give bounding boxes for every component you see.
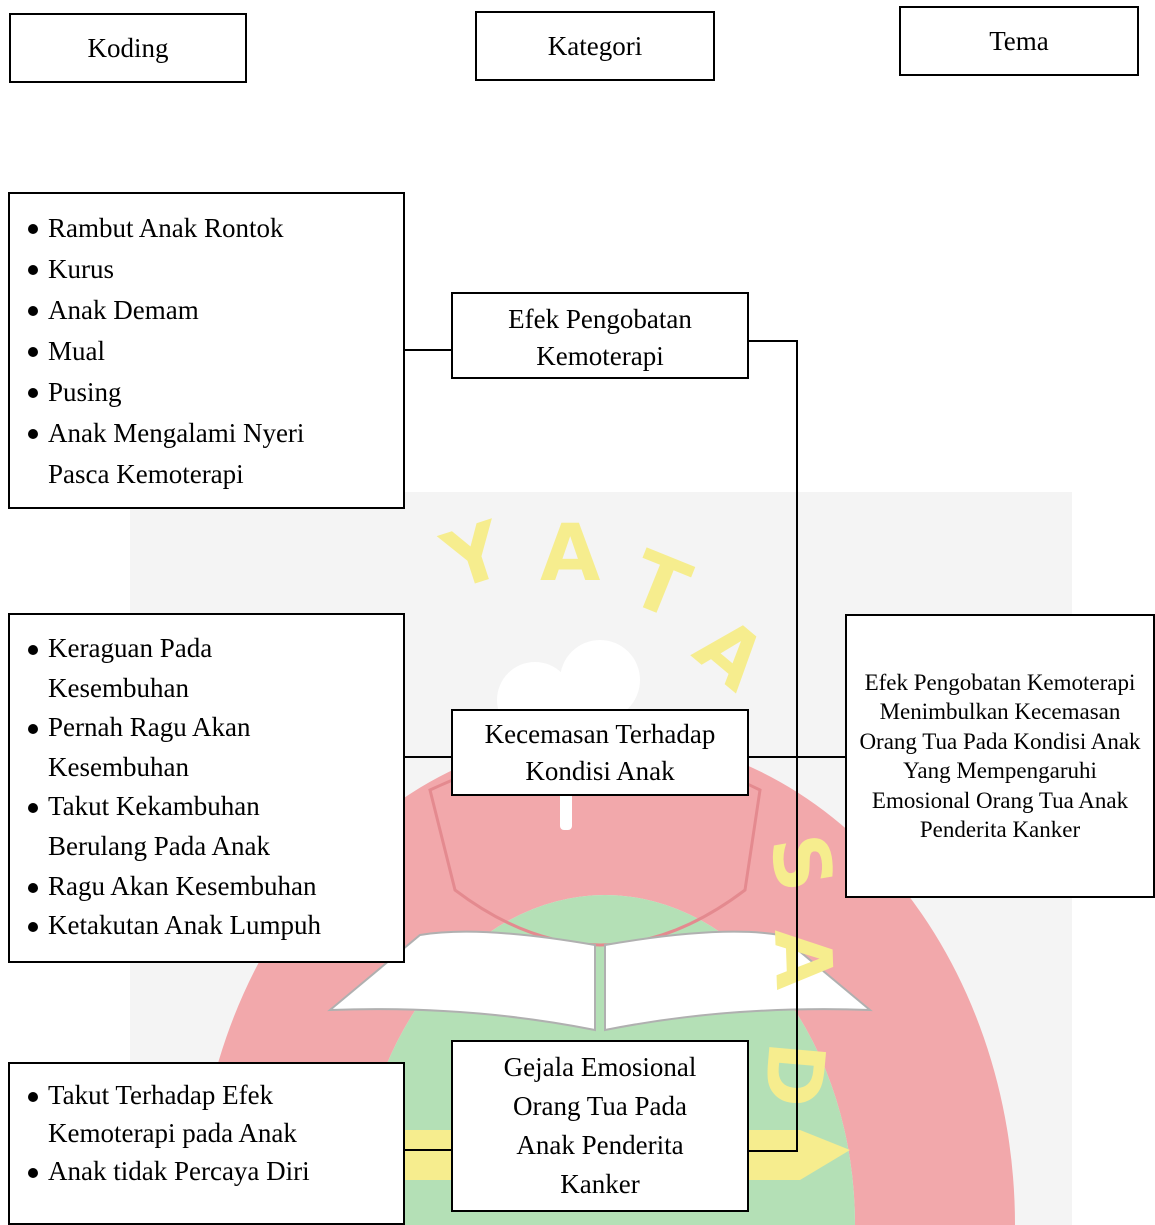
header-tema: Tema — [899, 6, 1139, 76]
coding-item: Pernah Ragu Akan Kesembuhan — [24, 708, 288, 787]
category-box-3: Gejala Emosional Orang Tua Pada Anak Pen… — [451, 1040, 749, 1212]
coding-item: Keraguan Pada Kesembuhan — [24, 629, 268, 708]
header-kategori-label: Kategori — [547, 30, 643, 61]
category-line: Anak Penderita — [516, 1130, 684, 1160]
category-line: Orang Tua Pada — [513, 1091, 687, 1121]
category-line: Kemoterapi — [536, 341, 664, 371]
coding-item: Anak Demam — [24, 290, 395, 331]
category-line: Kanker — [560, 1169, 640, 1199]
coding-item: Ragu Akan Kesembuhan — [24, 867, 395, 907]
category-line: Kondisi Anak — [525, 755, 675, 786]
coding-box-3: Takut Terhadap Efek Kemoterapi pada Anak… — [8, 1062, 405, 1225]
category-box-2: Kecemasan Terhadap Kondisi Anak — [451, 709, 749, 796]
coding-item: Takut Kekambuhan Berulang Pada Anak — [24, 787, 318, 866]
theme-box: Efek Pengobatan Kemoterapi Menimbulkan K… — [845, 614, 1155, 898]
coding-item: Pusing — [24, 372, 395, 413]
header-kategori: Kategori — [475, 11, 715, 81]
coding-item: Kurus — [24, 249, 395, 290]
coding-item: Mual — [24, 331, 395, 372]
theme-text: Efek Pengobatan Kemoterapi Menimbulkan K… — [859, 669, 1141, 843]
category-box-1: Efek Pengobatan Kemoterapi — [451, 292, 749, 379]
header-koding-label: Koding — [87, 32, 169, 63]
category-line: Kecemasan Terhadap — [484, 718, 716, 749]
coding-item: Rambut Anak Rontok — [24, 208, 395, 249]
coding-box-1: Rambut Anak Rontok Kurus Anak Demam Mual… — [8, 192, 405, 509]
coding-item: Anak Mengalami Nyeri Pasca Kemoterapi — [24, 413, 328, 495]
coding-box-2: Keraguan Pada Kesembuhan Pernah Ragu Aka… — [8, 613, 405, 963]
header-koding: Koding — [9, 13, 247, 83]
coding-item: Ketakutan Anak Lumpuh — [24, 906, 395, 946]
coding-item: Anak tidak Percaya Diri — [24, 1152, 395, 1190]
category-line: Gejala Emosional — [503, 1052, 697, 1082]
header-tema-label: Tema — [989, 25, 1049, 56]
coding-item: Takut Terhadap Efek Kemoterapi pada Anak — [24, 1076, 328, 1152]
category-line: Efek Pengobatan — [508, 304, 692, 334]
